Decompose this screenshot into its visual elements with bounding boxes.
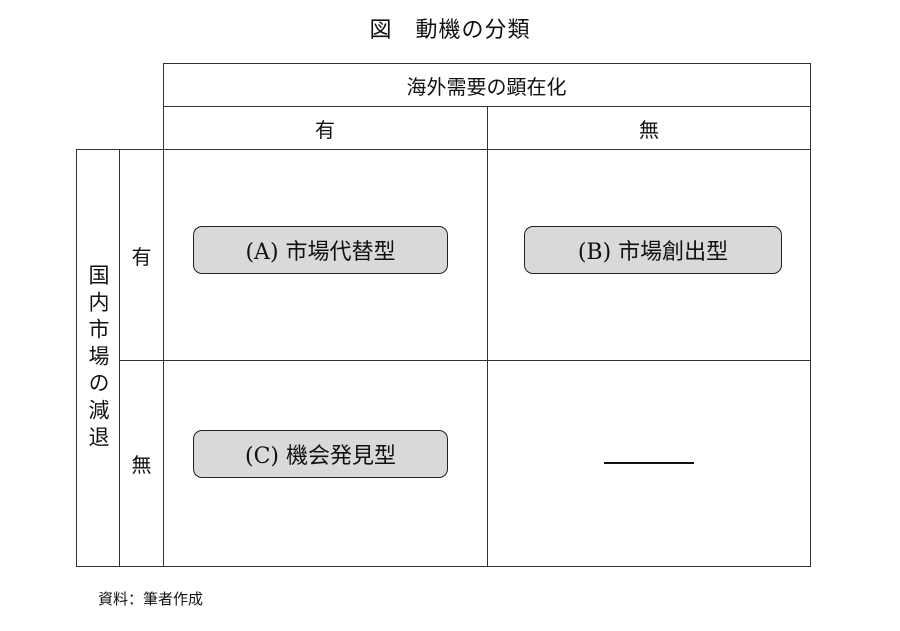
cell-d-empty-dash <box>604 462 694 464</box>
column-label-yes: 有 <box>315 117 335 142</box>
cell-a-market-substitution: (A) 市場代替型 <box>193 226 448 274</box>
cell-b-market-creation: (B) 市場創出型 <box>524 226 782 274</box>
row-label-yes: 有 <box>131 244 152 269</box>
diagram-title: 図 動機の分類 <box>369 18 531 43</box>
row-label-no: 無 <box>131 453 152 477</box>
column-label-no: 無 <box>639 117 659 142</box>
column-header: 海外需要の顕在化 <box>406 74 567 99</box>
cell-c-opportunity-discovery: (C) 機会発見型 <box>193 430 448 478</box>
row-header: 国内市場の減退 <box>86 263 110 453</box>
source-note: 資料：筆者作成 <box>98 590 204 608</box>
